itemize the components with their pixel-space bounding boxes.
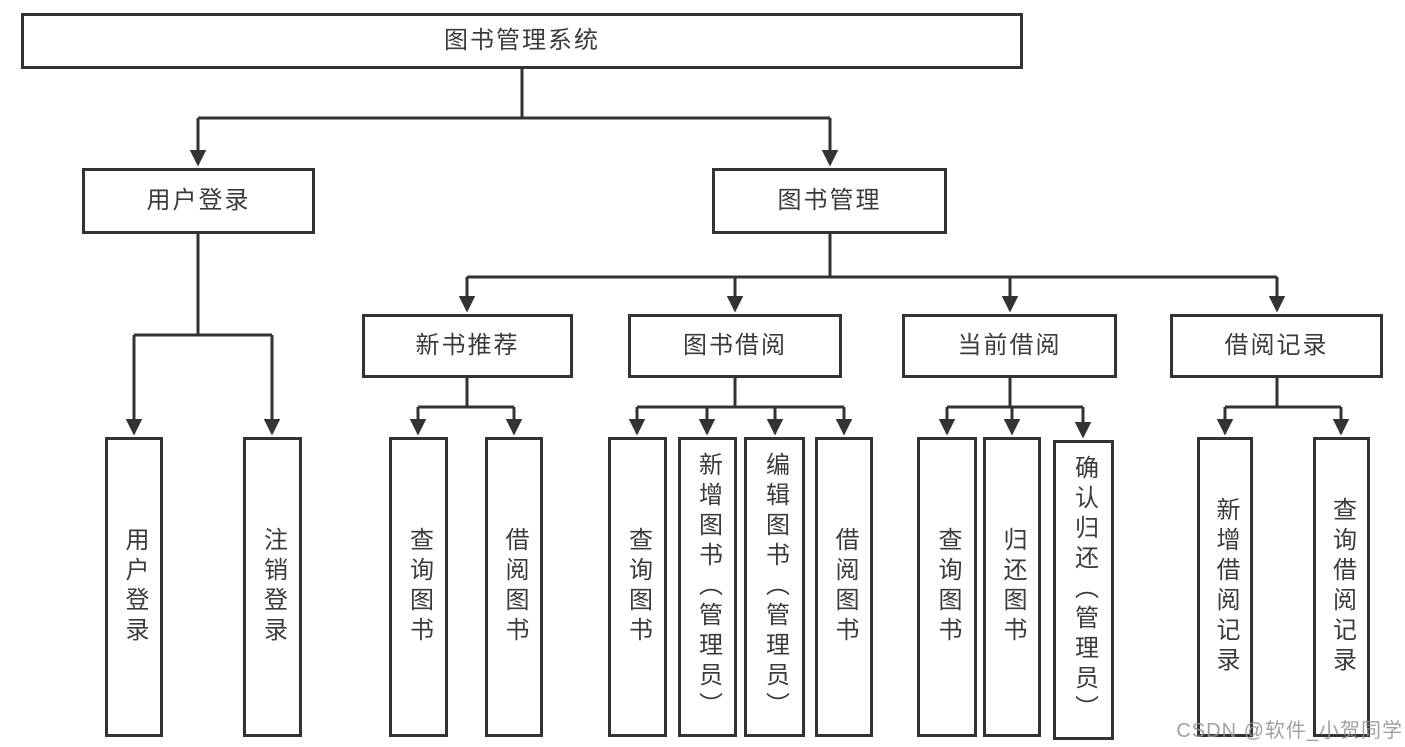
leaf-user-login: 用户登录 [105, 437, 163, 737]
leaf-logout: 注销登录 [243, 437, 302, 737]
leaf-query-books-3: 查询图书 [917, 437, 977, 737]
leaf-query-books-1: 查询图书 [389, 437, 448, 737]
leaf-edit-books-admin: 编辑图书（管理员） [744, 437, 805, 737]
leaf-confirm-return-admin: 确认归还（管理员） [1053, 440, 1114, 740]
node-book-management: 图书管理 [712, 168, 947, 234]
node-borrowing-records: 借阅记录 [1170, 314, 1383, 378]
leaf-query-borrow-record: 查询借阅记录 [1313, 437, 1370, 737]
csdn-watermark: CSDN @软件_小贺同学 [1176, 720, 1403, 742]
leaf-return-books: 归还图书 [983, 437, 1041, 737]
node-new-book-recommendation: 新书推荐 [362, 314, 573, 378]
leaf-add-borrow-record: 新增借阅记录 [1197, 437, 1253, 737]
leaf-borrow-books-2: 借阅图书 [815, 437, 873, 737]
leaf-query-books-2: 查询图书 [608, 437, 667, 737]
connector-lines [134, 69, 1341, 409]
node-user-login: 用户登录 [82, 168, 315, 234]
node-library-management-system: 图书管理系统 [21, 13, 1023, 69]
node-current-borrowing: 当前借阅 [902, 314, 1117, 378]
node-book-borrowing: 图书借阅 [628, 314, 842, 378]
leaf-add-books-admin: 新增图书（管理员） [678, 437, 737, 737]
connector-arrows [125, 118, 1350, 439]
leaf-borrow-books-1: 借阅图书 [485, 437, 543, 737]
